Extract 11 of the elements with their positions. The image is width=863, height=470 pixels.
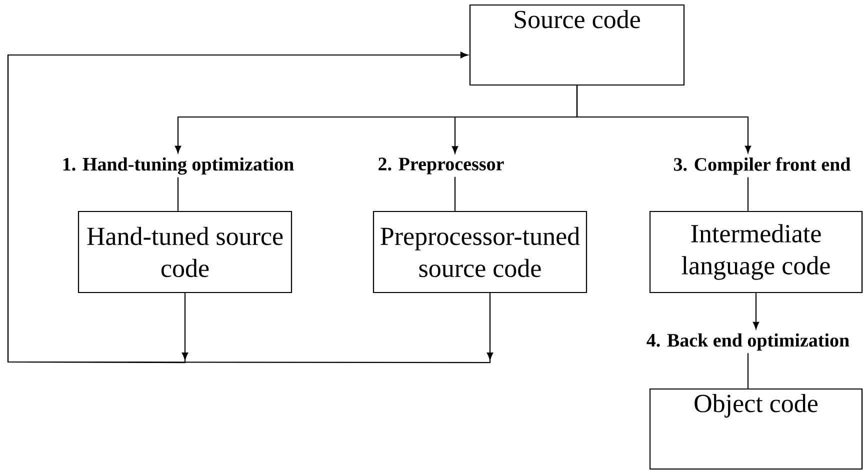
process-box: Source code (469, 4, 685, 86)
process-box: Preprocessor-tuned source code (372, 210, 588, 294)
process-box: Hand-tuned source code (78, 210, 292, 294)
process-box: Object code (649, 388, 863, 470)
process-box: Intermediate language code (649, 210, 863, 294)
arrow (576, 86, 752, 154)
step-label: 2. Preprocessor (378, 158, 504, 174)
arrow (752, 293, 760, 330)
step-label: 1. Hand-tuning optimization (63, 157, 294, 175)
step-label: 3. Compiler front end (674, 157, 851, 175)
step-label: 4. Back end optimization (646, 333, 850, 351)
